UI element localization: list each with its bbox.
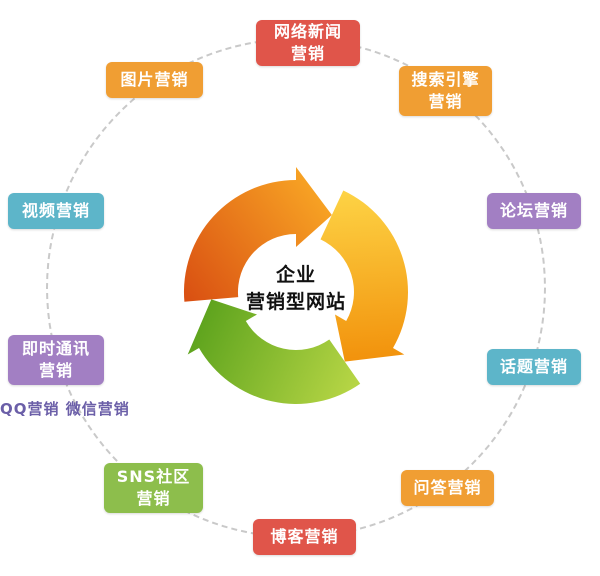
qq-wechat-marketing-text: QQ营销 微信营销 (0, 400, 130, 418)
node-label: 博客营销 (270, 527, 339, 546)
node-label: 图片营销 (120, 70, 189, 89)
node-label: 营销 (136, 489, 171, 508)
node-forum-marketing: 论坛营销 (487, 193, 581, 229)
center-title-line1: 企业 (275, 264, 316, 286)
node-qa-marketing: 问答营销 (401, 470, 494, 506)
node-label: 营销 (38, 361, 73, 380)
center-title-line2: 营销型网站 (245, 291, 346, 313)
node-label: 问答营销 (413, 478, 482, 497)
node-blog-marketing: 博客营销 (253, 519, 356, 555)
node-video-marketing: 视频营销 (8, 193, 104, 229)
node-label: 营销 (428, 92, 463, 111)
cycle-arrow-green (187, 299, 361, 404)
node-label: 网络新闻 (273, 22, 342, 41)
node-image-marketing: 图片营销 (106, 62, 203, 98)
node-network-news-marketing: 网络新闻 营销 (256, 20, 360, 66)
node-label: 论坛营销 (499, 201, 568, 220)
node-label: 搜索引擎 (411, 70, 480, 89)
node-label: 视频营销 (21, 201, 90, 220)
node-search-engine-marketing: 搜索引擎 营销 (399, 66, 492, 116)
node-instant-messaging-marketing: 即时通讯 营销 (8, 335, 104, 385)
node-label: SNS社区 (116, 467, 191, 486)
node-topic-marketing: 话题营销 (487, 349, 581, 385)
node-label: 营销 (290, 44, 325, 63)
cycle-arrow-yellow (320, 190, 408, 362)
cycle-arrows-graphic (183, 167, 408, 404)
center-title: 企业 营销型网站 (196, 262, 396, 316)
node-label: 话题营销 (499, 357, 568, 376)
cycle-arrow-orange (183, 167, 332, 302)
node-label: 即时通讯 (21, 339, 90, 358)
node-sns-community-marketing: SNS社区 营销 (104, 463, 203, 513)
